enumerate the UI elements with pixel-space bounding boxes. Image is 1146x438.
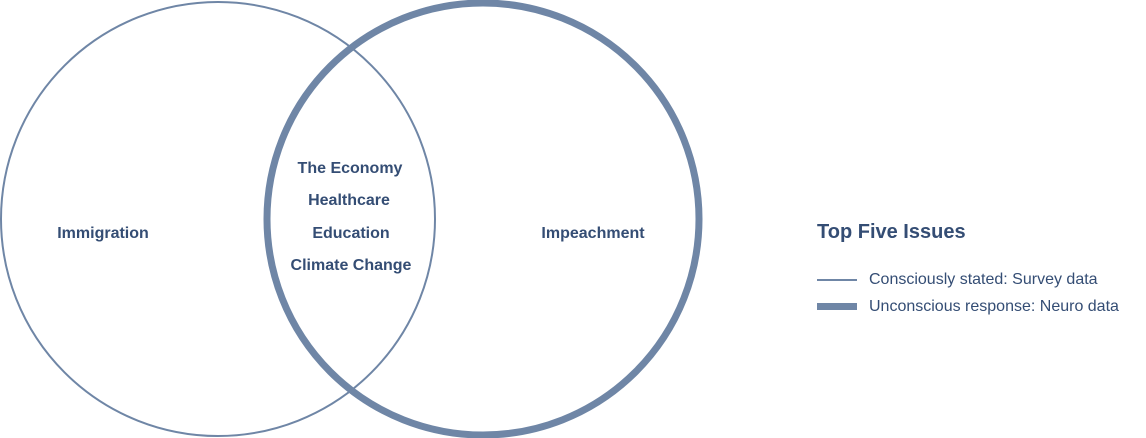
overlap-item-healthcare: Healthcare bbox=[308, 192, 390, 209]
legend-item-label: Consciously stated: Survey data bbox=[869, 270, 1098, 288]
overlap-item-economy: The Economy bbox=[297, 160, 403, 177]
neuro-circle bbox=[263, 0, 703, 438]
thick-line-swatch bbox=[817, 303, 857, 310]
legend-title: Top Five Issues bbox=[817, 221, 966, 243]
overlap-item-education: Education bbox=[312, 225, 390, 242]
survey-circle bbox=[0, 1, 436, 437]
legend-item-label: Unconscious response: Neuro data bbox=[869, 297, 1119, 315]
legend-item-neuro: Unconscious response: Neuro data bbox=[817, 293, 1146, 320]
thin-line-swatch bbox=[817, 278, 857, 281]
venn-diagram bbox=[0, 0, 703, 438]
left-only-label: Immigration bbox=[57, 225, 149, 242]
legend: Top Five Issues Consciously stated: Surv… bbox=[817, 222, 1146, 320]
legend-item-survey: Consciously stated: Survey data bbox=[817, 266, 1146, 293]
overlap-item-climate-change: Climate Change bbox=[290, 257, 412, 274]
right-only-label: Impeachment bbox=[541, 225, 645, 242]
